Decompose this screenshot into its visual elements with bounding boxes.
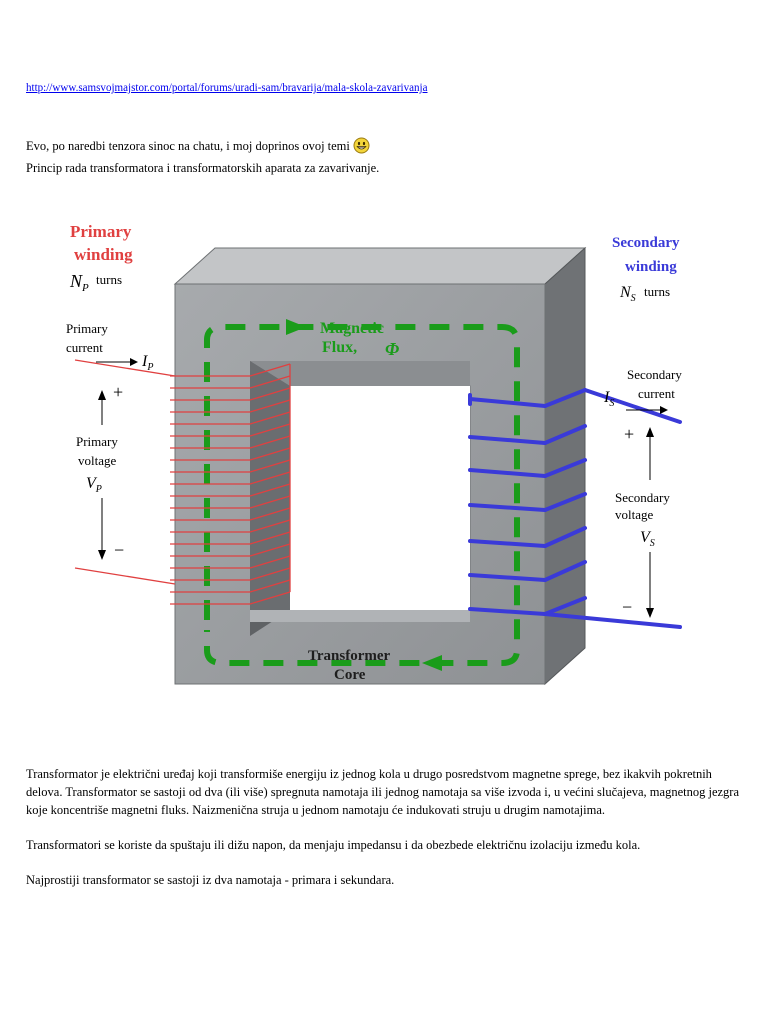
primary-current-label-1: Primary: [66, 321, 108, 336]
primary-turns-symbol: NP: [69, 271, 89, 294]
primary-voltage-symbol: VP: [86, 475, 102, 495]
svg-text:winding: winding: [74, 245, 133, 264]
secondary-current-label-2: current: [638, 386, 675, 401]
primary-minus: −: [114, 540, 124, 560]
secondary-turns-label: turns: [644, 284, 670, 299]
forum-link[interactable]: http://www.samsvojmajstor.com/portal/for…: [26, 80, 428, 94]
paragraph-definition: Transformator je električni uređaj koji …: [26, 767, 740, 817]
transformer-diagram-svg: Primary winding NP turns Primary current…: [66, 222, 682, 686]
secondary-current-label-1: Secondary: [627, 367, 682, 382]
transformer-diagram: Primary winding NP turns Primary current…: [0, 190, 768, 750]
core-window-top-wall-2: [250, 361, 470, 386]
core-window-hole: [290, 386, 470, 610]
flux-arrow-top: [286, 319, 306, 335]
svg-text:Magnetic: Magnetic: [320, 320, 384, 337]
grin-smiley-icon: [353, 137, 370, 159]
primary-current-label-2: current: [66, 340, 103, 355]
secondary-plus: +: [624, 424, 634, 444]
primary-plus: +: [113, 382, 123, 402]
svg-text:Primary: Primary: [70, 222, 132, 241]
transformer-core-label: Transformer Core: [308, 648, 391, 683]
secondary-voltage-label-2: voltage: [615, 507, 653, 522]
primary-voltage-arrowhead-up: [98, 390, 106, 400]
article-body: Transformator je električni uređaj koji …: [26, 765, 746, 906]
secondary-voltage-symbol: VS: [640, 529, 655, 549]
secondary-voltage-arrowhead-up: [646, 427, 654, 437]
secondary-voltage-arrowhead-down: [646, 608, 654, 618]
svg-text:Transformer: Transformer: [308, 648, 391, 664]
intro-line-1: Evo, po naredbi tenzora sinoc na chatu, …: [26, 137, 379, 159]
primary-turns-label: turns: [96, 272, 122, 287]
svg-text:Φ: Φ: [385, 339, 399, 359]
svg-text:Core: Core: [334, 667, 366, 683]
core-top-face: [173, 247, 587, 285]
flux-arrow-bottom: [422, 655, 442, 671]
primary-current-arrowhead: [130, 358, 138, 366]
primary-voltage-label-1: Primary: [76, 434, 118, 449]
secondary-current-symbol: IS: [603, 389, 614, 409]
paragraph-usage: Transformatori se koriste da spuštaju il…: [26, 838, 641, 852]
secondary-voltage-label-1: Secondary: [615, 490, 670, 505]
secondary-current-arrowhead: [660, 406, 668, 414]
primary-winding-label: Primary winding: [70, 222, 133, 264]
paragraph-simplest: Najprostiji transformator se sastoji iz …: [26, 873, 395, 887]
primary-current-symbol: IP: [141, 353, 153, 373]
svg-text:Flux,: Flux,: [322, 339, 357, 356]
magnetic-flux-path: [204, 324, 520, 666]
secondary-winding-coils: [468, 388, 682, 629]
svg-text:winding: winding: [625, 259, 677, 275]
core-window-left-wall-2: [250, 361, 290, 610]
secondary-minus: −: [622, 597, 632, 617]
intro-line-2: Princip rada transformatora i transforma…: [26, 161, 380, 175]
intro-text: Evo, po naredbi tenzora sinoc na chatu, …: [26, 137, 379, 177]
core-window-bottom-wall: [250, 610, 470, 622]
secondary-turns-symbol: NS: [619, 284, 636, 304]
magnetic-flux-label: Magnetic Flux, Φ: [320, 320, 399, 359]
primary-voltage-label-2: voltage: [78, 453, 116, 468]
secondary-winding-label: Secondary winding: [612, 235, 680, 275]
primary-winding-coils: [74, 359, 291, 605]
primary-voltage-arrowhead-down: [98, 550, 106, 560]
svg-text:Secondary: Secondary: [612, 235, 680, 251]
